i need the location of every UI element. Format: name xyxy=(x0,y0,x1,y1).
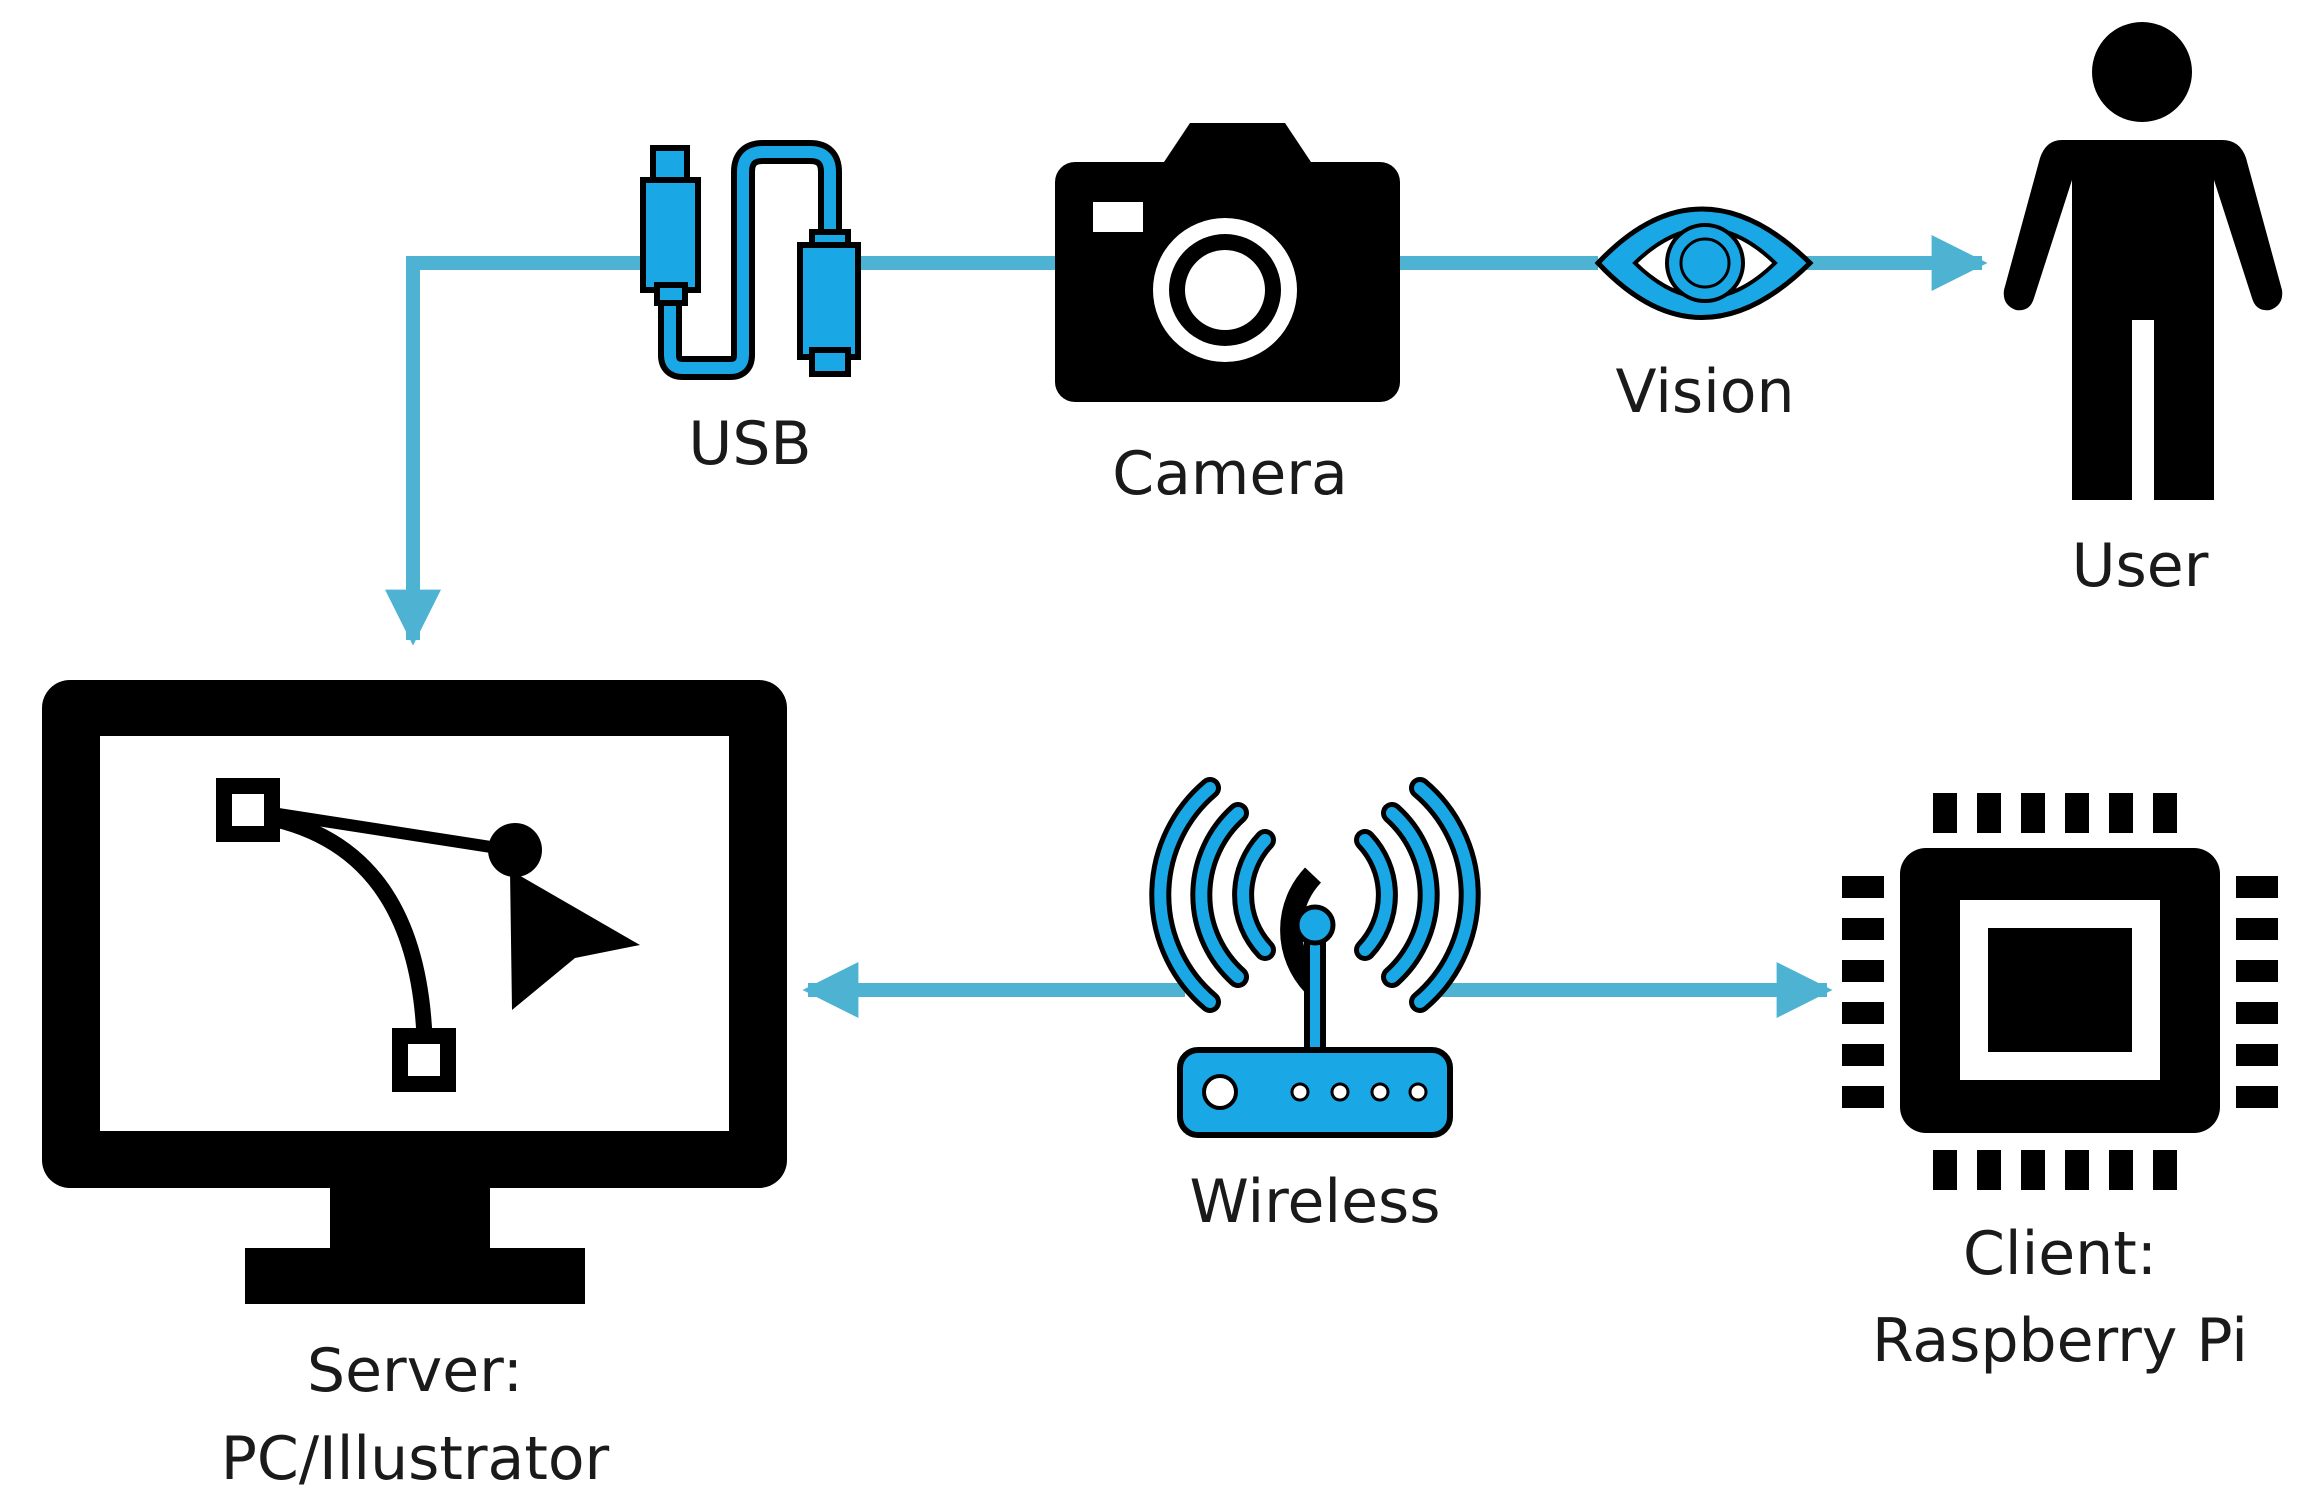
client-label-line1: Client: xyxy=(1963,1219,2157,1289)
server-label-line1: Server: xyxy=(307,1336,523,1406)
client-label-line2: Raspberry Pi xyxy=(1872,1306,2248,1376)
person-icon xyxy=(2003,22,2283,500)
usb-cable-icon xyxy=(640,140,861,380)
server-label-line2: PC/Illustrator xyxy=(220,1424,610,1494)
usb-label: USB xyxy=(688,409,812,479)
chip-pins-right xyxy=(2236,876,2278,1108)
connector-lines xyxy=(385,235,1988,1018)
camera-label: Camera xyxy=(1112,439,1348,509)
eye-icon xyxy=(1594,206,1814,320)
usb-to-server-arrow xyxy=(385,256,662,646)
camera-icon xyxy=(1055,123,1400,402)
chip-pins-left xyxy=(1842,876,1884,1108)
wifi-router-icon xyxy=(1149,777,1481,1138)
monitor-bezier-icon xyxy=(42,680,787,1304)
chip-pins-top xyxy=(1933,793,2177,833)
user-label: User xyxy=(2071,531,2209,601)
wireless-label: Wireless xyxy=(1189,1167,1441,1237)
chip-pins-bottom xyxy=(1933,1150,2177,1190)
chip-icon xyxy=(1842,793,2278,1190)
vision-label: Vision xyxy=(1615,357,1795,427)
